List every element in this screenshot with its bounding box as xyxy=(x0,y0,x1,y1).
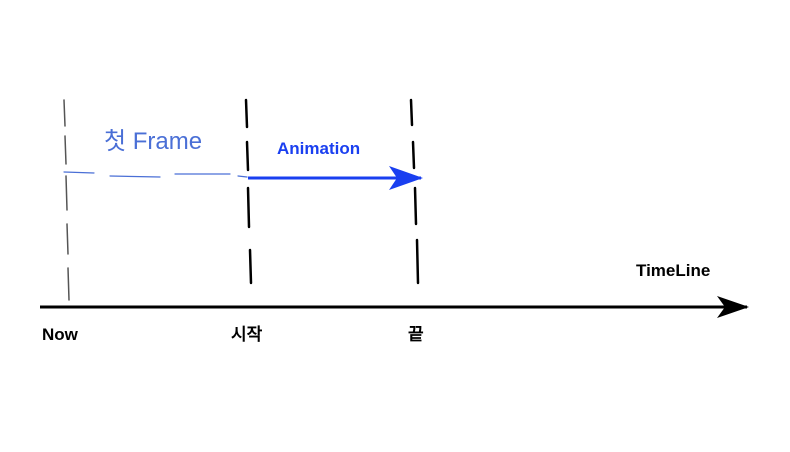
marker-label-start: 시작 xyxy=(231,325,263,344)
start-marker-line xyxy=(244,98,253,285)
end-marker-line xyxy=(409,98,420,285)
marker-label-end: 끝 xyxy=(408,325,424,344)
animation-label: Animation xyxy=(277,139,360,158)
first-frame-label: 첫 Frame xyxy=(104,128,202,155)
timeline-axis-label: TimeLine xyxy=(636,261,710,280)
marker-label-now: Now xyxy=(42,325,79,344)
now-marker-line xyxy=(63,99,70,301)
first-frame-dashed-line xyxy=(63,171,248,178)
